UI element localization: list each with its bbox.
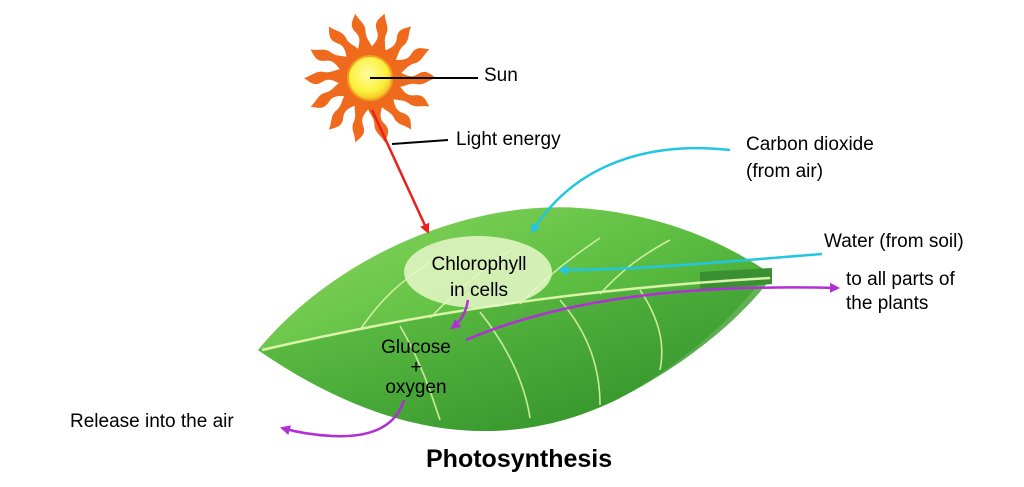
sun-ray bbox=[328, 88, 364, 130]
carbon-dioxide-label-line2: (from air) bbox=[746, 161, 824, 182]
sun-icon bbox=[304, 13, 436, 143]
carbon-dioxide-arrow bbox=[530, 146, 731, 234]
glucose-label-line2: + bbox=[410, 357, 422, 378]
sun-ray bbox=[310, 49, 357, 76]
release-label: Release into the air bbox=[70, 411, 234, 432]
sun-ray bbox=[310, 80, 357, 108]
glucose-to-plants-arrow bbox=[465, 282, 840, 342]
light-energy-label: Light energy bbox=[456, 129, 561, 150]
sun-ray bbox=[352, 94, 373, 143]
glucose-label-line3: oxygen bbox=[385, 377, 447, 398]
sun-label: Sun bbox=[484, 65, 518, 86]
sun-ray bbox=[383, 48, 430, 76]
sun-ray bbox=[304, 68, 352, 86]
water-arrow bbox=[558, 252, 823, 275]
sun-ray bbox=[376, 26, 412, 68]
water-label: Water (from soil) bbox=[824, 231, 964, 252]
carbon-dioxide-label-line1: Carbon dioxide bbox=[746, 134, 874, 155]
sun-ray bbox=[376, 88, 412, 130]
to-plants-label-line1: to all parts of bbox=[846, 269, 955, 290]
sun-ray bbox=[367, 13, 388, 62]
leaf bbox=[258, 207, 772, 431]
diagram-title: Photosynthesis bbox=[426, 445, 613, 473]
glucose-label-line1: Glucose bbox=[381, 337, 451, 358]
light-energy-leader-line bbox=[391, 139, 449, 145]
chlorophyll-region bbox=[404, 236, 552, 308]
sun-ray bbox=[351, 13, 374, 62]
light-energy-arrow bbox=[370, 109, 430, 234]
to-plants-label-line2: the plants bbox=[846, 293, 929, 314]
sun-ray bbox=[328, 26, 364, 68]
release-arrow bbox=[280, 399, 406, 438]
chlorophyll-to-glucose-arrow bbox=[450, 299, 470, 330]
sun-ray bbox=[383, 80, 430, 107]
chlorophyll-label-line1: Chlorophyll bbox=[431, 254, 527, 275]
chlorophyll-label-line2: in cells bbox=[449, 280, 509, 301]
sun-ray bbox=[366, 94, 389, 143]
